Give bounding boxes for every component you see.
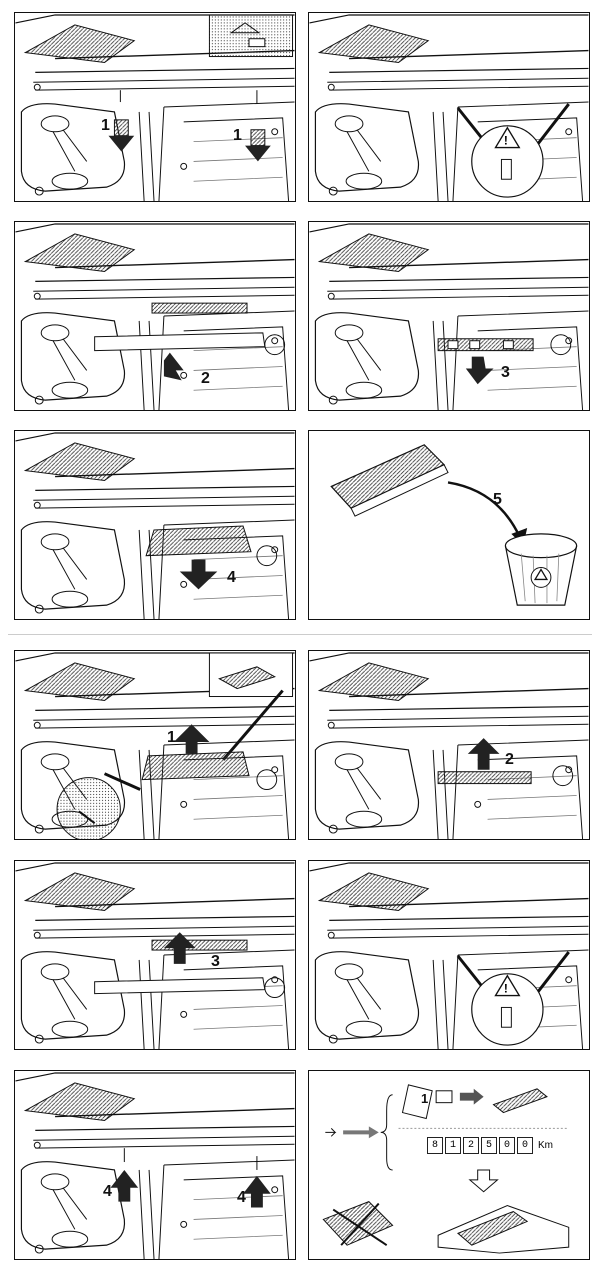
step-recycle-filter-panel: 5 bbox=[308, 430, 590, 620]
odometer-digit: 0 bbox=[517, 1137, 533, 1154]
step-warning-reinstall-panel: ! bbox=[308, 860, 590, 1050]
odometer-digit: 5 bbox=[481, 1137, 497, 1154]
service-record-panel: 1 8 1 2 5 0 0 Km bbox=[308, 1070, 590, 1260]
step-number: 2 bbox=[201, 370, 210, 387]
svg-text:!: ! bbox=[504, 134, 508, 148]
step-number: 1 bbox=[167, 729, 176, 746]
step-release-latches-panel: 3 bbox=[308, 221, 590, 411]
arrow-down-icon bbox=[108, 90, 135, 152]
recycle-icon bbox=[530, 567, 552, 588]
step-number: 5 bbox=[493, 491, 502, 508]
service-card-number: 1 bbox=[421, 1091, 429, 1106]
arrow-right-icon bbox=[459, 1088, 484, 1105]
step-lock-latches-panel: 2 bbox=[308, 650, 590, 840]
arrow-right-icon bbox=[343, 1126, 379, 1139]
step-refit-screws-panel: 4 4 bbox=[14, 1070, 296, 1260]
odometer-digit: 1 bbox=[445, 1137, 461, 1154]
arrow-up-icon bbox=[243, 1156, 271, 1208]
step-number: 3 bbox=[501, 364, 510, 381]
step-remove-cover-panel: 2 bbox=[14, 221, 296, 411]
odometer-digit: 0 bbox=[499, 1137, 515, 1154]
step-number: 3 bbox=[211, 953, 220, 970]
step-refit-cover-panel: 3 bbox=[14, 860, 296, 1050]
warning-icon: ! bbox=[494, 974, 521, 997]
arrow-down-icon bbox=[468, 1169, 499, 1193]
arrow-up-icon bbox=[467, 738, 500, 770]
step-warning-clips-panel: ! bbox=[308, 12, 590, 202]
arrow-down-icon bbox=[163, 352, 184, 381]
step-number: 4 bbox=[103, 1183, 112, 1200]
odometer-digit: 2 bbox=[463, 1137, 479, 1154]
arrow-down-icon bbox=[245, 90, 271, 162]
step-insert-filter-panel: 1 bbox=[14, 650, 296, 840]
arrow-up-icon bbox=[110, 1148, 139, 1202]
step-pull-filter-panel: 4 bbox=[14, 430, 296, 620]
step-number: 4 bbox=[237, 1189, 246, 1206]
step-remove-screws-panel: 1 1 bbox=[14, 12, 296, 202]
step-number: 4 bbox=[227, 569, 236, 586]
step-number: 1 bbox=[233, 127, 242, 144]
odometer-readout: 8 1 2 5 0 0 Km bbox=[427, 1137, 553, 1154]
arrow-down-icon bbox=[465, 356, 494, 385]
odometer-unit: Km bbox=[538, 1140, 553, 1151]
section-divider bbox=[8, 634, 592, 635]
arrow-down-icon bbox=[179, 559, 218, 590]
svg-text:!: ! bbox=[504, 982, 508, 996]
arrow-up-icon bbox=[173, 724, 210, 754]
warning-icon: ! bbox=[494, 126, 521, 149]
step-number: 1 bbox=[101, 117, 110, 134]
step-number: 2 bbox=[505, 751, 514, 768]
odometer-digit: 8 bbox=[427, 1137, 443, 1154]
